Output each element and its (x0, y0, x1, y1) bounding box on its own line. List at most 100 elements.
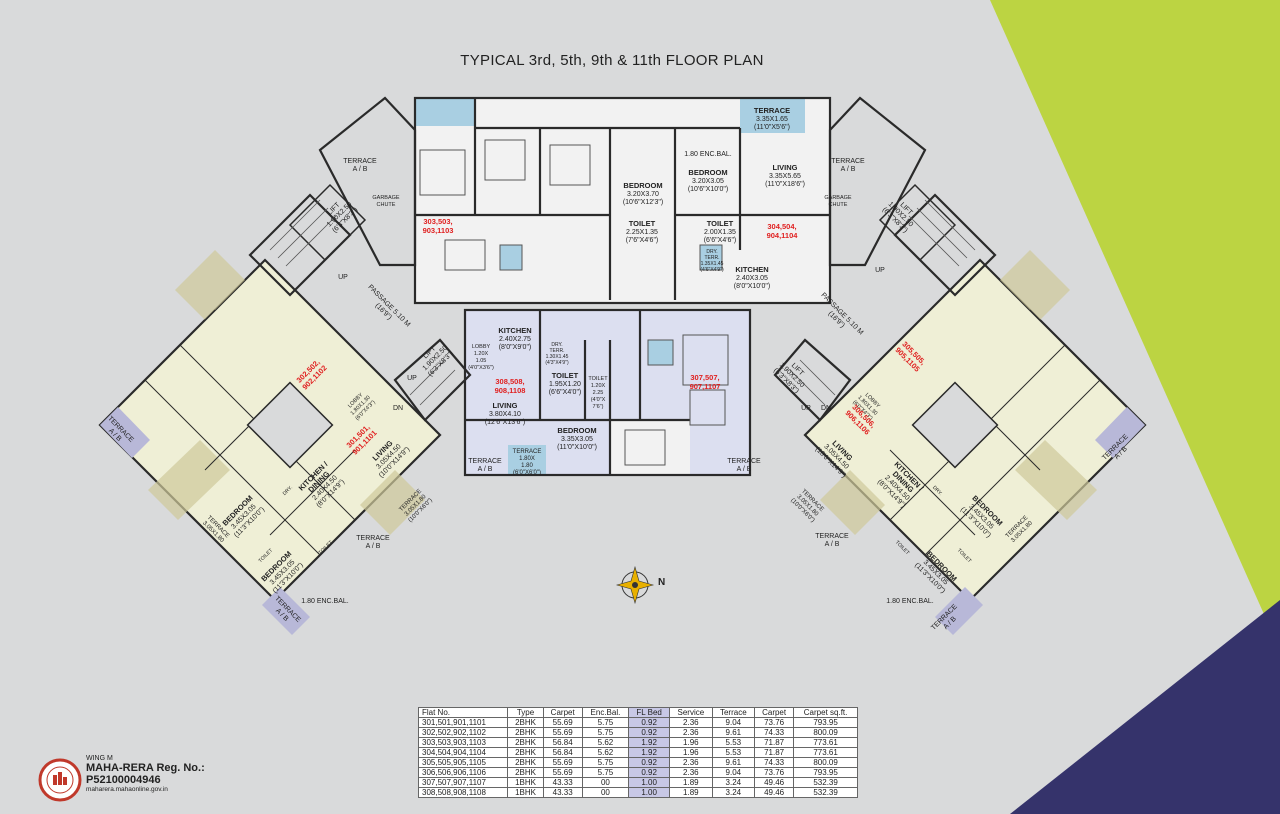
cell: 73.76 (754, 767, 795, 778)
cell: 305,505,905,1105 (417, 757, 509, 768)
lobby-mid-size-a: 1.20X (474, 351, 489, 357)
cell: 306,506,906,1106 (417, 767, 509, 778)
kitchen-mid-feet: (8'0"X9'0") (499, 344, 532, 351)
rera-reg-label: MAHA-RERA Reg. No.: (86, 762, 205, 774)
toilet-right-2: TOILET (894, 540, 911, 557)
cell: 1.89 (669, 777, 713, 788)
bedroom-top-b-size: 3.20X3.05 (692, 178, 724, 185)
col-fl-bed: FL Bed (628, 707, 671, 718)
cell: 2BHK (507, 757, 544, 768)
chute-left: CHUTE (377, 202, 396, 208)
cell: 1BHK (507, 777, 544, 788)
up-left: UP (338, 274, 348, 281)
area-table: Flat No. Type Carpet Enc.Bal. FL Bed Ser… (417, 707, 858, 798)
cell: 0.92 (628, 727, 671, 738)
bedroom-top-b-feet: (10'6"X10'0") (688, 186, 728, 193)
cell: 0.92 (628, 767, 671, 778)
left-core (248, 96, 472, 422)
cell: 2.36 (669, 767, 713, 778)
terrace-ab-top-right: TERRACE (831, 158, 865, 165)
kitchen-mid: KITCHEN (498, 326, 531, 335)
cell: 00 (581, 787, 630, 798)
toilet-mid-b-size-a: 1.20X (591, 383, 606, 389)
living-top-feet: (11'0"X18'6") (765, 181, 805, 188)
flat-number-307: 307,507, (690, 373, 719, 382)
compass-rose (615, 565, 655, 605)
cell: 00 (581, 777, 630, 788)
living-mid-size: 3.80X4.10 (489, 411, 521, 418)
terrace-mid-size-b: 1.80 (521, 463, 533, 469)
terrace-ab-right-bottom: TERRACE (815, 533, 849, 540)
kitchen-mid-size: 2.40X2.75 (499, 336, 531, 343)
cell: 55.69 (542, 767, 583, 778)
cell: 9.04 (711, 717, 756, 728)
dry-terr-mid-2: TERR. (550, 348, 565, 354)
cell: 2BHK (507, 767, 544, 778)
flat-number-303: 303,503, (423, 217, 452, 226)
bedroom-mid-feet: (11'0"X10'0") (557, 444, 597, 451)
compass-north-label: N (658, 577, 666, 588)
rera-reg-number: P52100004946 (86, 774, 161, 786)
terrace-ab-mid-right: TERRACE (727, 458, 761, 465)
cell: 2BHK (507, 717, 544, 728)
cell: 49.46 (754, 777, 795, 788)
cell: 2.36 (669, 717, 713, 728)
cell: 793.95 (793, 717, 858, 728)
up-right: UP (875, 267, 885, 274)
toilet-top-b-feet: (6'6"X4'6") (704, 237, 737, 244)
col-carpet-total: Carpet (754, 707, 795, 718)
toilet-mid-a-feet: (6'6"X4'0") (549, 389, 582, 396)
cell: 1BHK (507, 787, 544, 798)
cell: 9.61 (711, 757, 756, 768)
cell: 71.87 (754, 747, 795, 758)
dn-right: DN (821, 405, 831, 412)
col-type: Type (507, 707, 544, 718)
garbage-left: GARBAGE (372, 195, 400, 201)
lobby-mid-size-b: 1.05 (476, 358, 487, 364)
cell: 302,502,902,1102 (417, 727, 509, 738)
cell: 308,508,908,1108 (417, 787, 509, 798)
flat-number-308: 308,508, (495, 377, 524, 386)
cell: 74.33 (754, 727, 795, 738)
terrace-ab-mid-left: TERRACE (468, 458, 502, 465)
cell: 2.36 (669, 727, 713, 738)
bedroom-top-a-feet: (10'6"X12'3") (623, 199, 663, 206)
dry-terr-mid: DRY. (551, 342, 562, 348)
terrace-ab-mid-right-ab: A / B (737, 466, 752, 473)
col-service: Service (669, 707, 713, 718)
maharera-logo (38, 758, 82, 802)
right-wing-block (803, 250, 1147, 635)
green-corner-shape (990, 0, 1280, 650)
cell: 301,501,901,1101 (417, 717, 509, 728)
terrace-top-size: 3.35X1.65 (756, 116, 788, 123)
living-mid: LIVING (492, 401, 517, 410)
cell: 304,504,904,1104 (417, 747, 509, 758)
terrace-mid: TERRACE (513, 449, 542, 455)
terrace-ab-top-left-ab: A / B (353, 166, 368, 173)
flat-number-308-b: 908,1108 (495, 386, 526, 395)
cell: 1.89 (669, 787, 713, 798)
cell: 2.36 (669, 757, 713, 768)
cell: 5.53 (711, 747, 756, 758)
cell: 56.84 (542, 747, 583, 758)
toilet-top-b: TOILET (707, 219, 734, 228)
cell: 9.61 (711, 727, 756, 738)
flat-number-304: 304,504, (767, 222, 796, 231)
bedroom-top-a-size: 3.20X3.70 (627, 191, 659, 198)
cell: 55.69 (542, 757, 583, 768)
cell: 56.84 (542, 737, 583, 748)
toilet-mid-b-size-b: 2.25 (593, 390, 604, 396)
terrace-mid-size-a: 1.80X (519, 456, 535, 462)
terrace-top-feet: (11'0"X5'6") (754, 124, 790, 131)
toilet-mid-a: TOILET (552, 371, 579, 380)
flat-number-303-b: 903,1103 (423, 226, 454, 235)
up-right-2: UP (801, 405, 811, 412)
cell: 1.92 (628, 737, 671, 748)
dry-terr-top-feet: (4'6"X4'9") (700, 267, 724, 273)
cell: 800.09 (793, 757, 858, 768)
col-terrace: Terrace (711, 707, 756, 718)
